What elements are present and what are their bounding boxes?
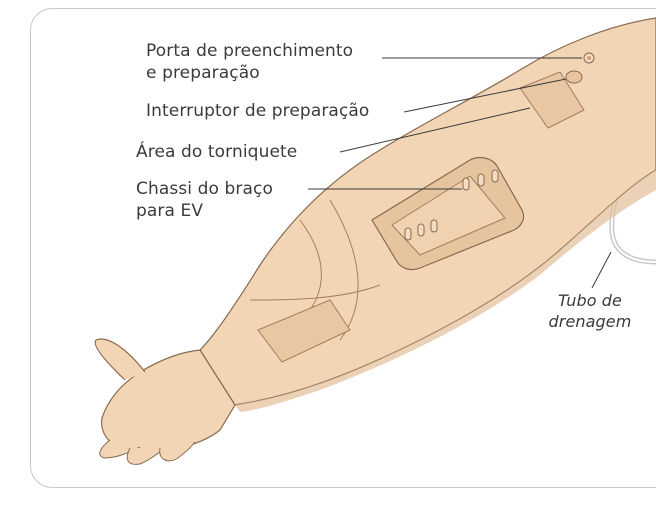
fill-port-label: Porta de preenchimento e preparação	[146, 40, 353, 84]
fill-port-label-line1: Porta de preenchimento	[146, 40, 353, 62]
priming-switch	[566, 71, 582, 83]
leader-drain-tube	[592, 252, 611, 288]
drain-tube-label-line1: Tubo de	[540, 290, 640, 311]
arm-chassis-label-line1: Chassi do braço	[136, 178, 273, 200]
drain-tube-label: Tubo de drenagem	[540, 290, 640, 332]
fill-port-label-line2: e preparação	[146, 62, 353, 84]
arm-chassis-label: Chassi do braço para EV	[136, 178, 273, 222]
tourniquet-area-label: Área do torniquete	[136, 141, 297, 163]
arm-chassis-label-line2: para EV	[136, 200, 273, 222]
drain-tube-label-line2: drenagem	[540, 311, 640, 332]
priming-switch-label: Interruptor de preparação	[146, 100, 369, 122]
